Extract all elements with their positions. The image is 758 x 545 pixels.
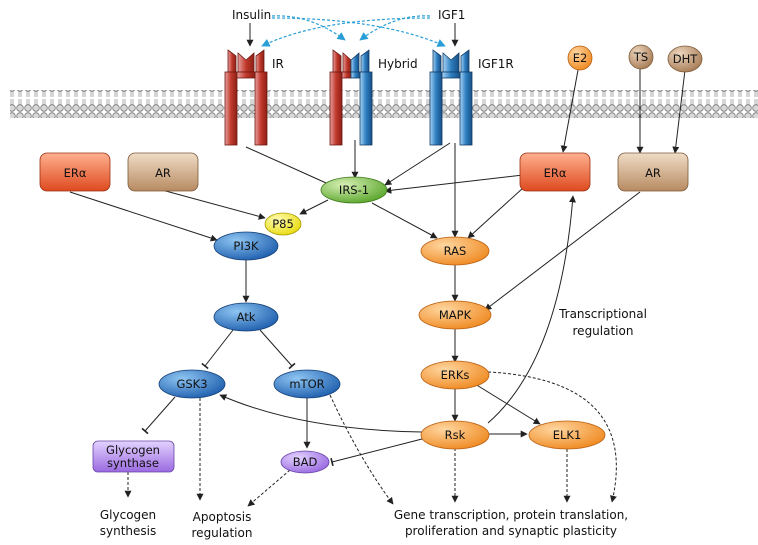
pathway-edges [69, 23, 686, 449]
ar-right-box: AR [617, 152, 689, 192]
svg-text:Glycogen: Glycogen [106, 443, 160, 457]
svg-text:Rsk: Rsk [445, 428, 466, 442]
mtor-node: mTOR [273, 369, 341, 399]
svg-text:mTOR: mTOR [289, 377, 324, 391]
svg-text:GSK3: GSK3 [176, 377, 207, 391]
transcriptional-regulation-line2: regulation [573, 324, 634, 338]
svg-text:DHT: DHT [673, 52, 699, 66]
svg-text:BAD: BAD [293, 455, 318, 469]
svg-text:ERKs: ERKs [441, 368, 470, 382]
receptor-hybrid [329, 49, 373, 146]
svg-text:ERα: ERα [544, 166, 567, 180]
svg-text:RAS: RAS [444, 244, 467, 258]
receptor-ir [224, 49, 268, 146]
cell-membrane [10, 90, 758, 118]
igf1-label: IGF1 [438, 8, 465, 22]
svg-text:P85: P85 [272, 217, 294, 231]
svg-text:ERα: ERα [64, 166, 87, 180]
ir-label: IR [272, 57, 284, 71]
receptor-igf1r [429, 49, 473, 146]
er-alpha-right-box: ERα [519, 152, 591, 192]
ar-left-box: AR [127, 152, 199, 192]
svg-text:E2: E2 [573, 51, 588, 65]
elk1-node: ELK1 [528, 420, 606, 450]
hybrid-label: Hybrid [378, 57, 418, 71]
apoptosis-regulation-line2: regulation [192, 526, 253, 540]
svg-text:IRS-1: IRS-1 [339, 183, 369, 197]
glycogen-synthesis-line2: synthesis [100, 524, 157, 538]
atk-node: Atk [213, 302, 279, 332]
ts-node: TS [628, 44, 654, 70]
p85-node: P85 [264, 212, 302, 236]
inhibition-edges [141, 329, 423, 467]
svg-text:synthase: synthase [107, 456, 159, 470]
e2-node: E2 [567, 45, 593, 71]
svg-text:ELK1: ELK1 [553, 428, 582, 442]
igf1r-label: IGF1R [478, 57, 514, 71]
outcome-edges [124, 371, 617, 507]
svg-text:Atk: Atk [237, 310, 256, 324]
irs1-node: IRS-1 [320, 176, 388, 204]
mapk-node: MAPK [418, 300, 492, 330]
transcriptional-regulation-line1: Transcriptional [558, 307, 647, 321]
ras-node: RAS [420, 236, 490, 266]
ligand-cross-arrows [261, 15, 446, 47]
insulin-label: Insulin [232, 8, 271, 22]
glycogen-synthesis-line1: Glycogen [100, 508, 156, 522]
pi3k-node: PI3K [213, 231, 279, 261]
bad-node: BAD [280, 450, 330, 474]
gsk3-node: GSK3 [158, 369, 226, 399]
svg-text:MAPK: MAPK [439, 308, 472, 322]
svg-text:AR: AR [155, 166, 171, 180]
apoptosis-regulation-line1: Apoptosis [193, 510, 252, 524]
gene-transcription-line2: proliferation and synaptic plasticity [405, 524, 617, 538]
erks-node: ERKs [420, 360, 490, 390]
svg-text:TS: TS [633, 50, 648, 64]
er-alpha-left-box: ERα [39, 152, 111, 192]
glycogen-synthase-box: Glycogen synthase [92, 440, 175, 473]
svg-text:AR: AR [645, 166, 661, 180]
dht-node: DHT [667, 45, 703, 73]
rsk-node: Rsk [420, 420, 490, 450]
gene-transcription-line1: Gene transcription, protein translation, [394, 508, 628, 522]
svg-text:PI3K: PI3K [233, 239, 259, 253]
